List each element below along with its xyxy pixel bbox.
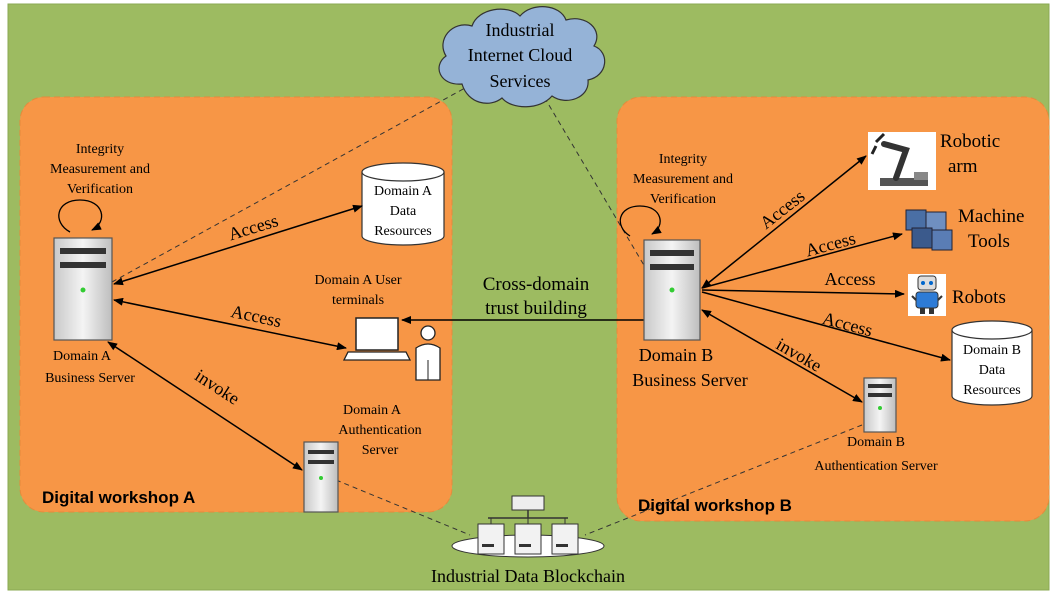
cross-domain-label-2: trust building [485,298,587,319]
b-data-resources-label-1: Domain B [963,343,1021,358]
a-auth-server-icon [303,441,339,513]
b-imv-label-2: Measurement and [633,172,733,187]
cloud-services-node: Industrial Internet Cloud Services [438,6,606,108]
a-business-server-label-2: Business Server [45,371,135,386]
a-access-terminal-arrow [113,297,347,351]
machine-tools-label-1: Machine [958,206,1024,227]
robots-label: Robots [952,287,1006,308]
a-business-server-icon [53,237,113,341]
b-invoke-arrow [701,309,863,403]
b-access-robots-arrow [701,289,905,298]
a-auth-server-label-1: Domain A [343,403,402,418]
b-auth-server-label-1: Domain B [847,435,905,450]
cloud-icon [438,6,606,108]
b-data-resources-label-3: Resources [963,383,1021,398]
b-business-server-label-2: Business Server [632,370,748,390]
b-imv-loop-icon [619,205,662,237]
a-imv-loop-icon [58,199,103,233]
b-data-resources-label-2: Data [979,363,1006,378]
cloud-label-1: Industrial [486,20,555,40]
b-auth-server-label-2: Authentication Server [814,459,938,474]
b-auth-server-icon [863,377,897,433]
b-business-server-label-1: Domain B [639,345,714,365]
b-access-tools-arrow [701,232,903,289]
a-business-server-label-1: Domain A [53,349,112,364]
b-imv-label-1: Integrity [659,152,707,167]
robotic-arm-icon [868,132,936,190]
b-business-server-icon [643,239,701,341]
blockchain-label: Industrial Data Blockchain [431,566,625,586]
cloud-label-3: Services [490,71,551,91]
a-data-resources-icon [361,162,445,246]
link-b-auth-blockchain [584,424,863,536]
cloud-label-2: Internet Cloud [468,45,572,65]
machine-tools-icon [905,209,953,251]
workshop-a-title: Digital workshop A [42,488,195,507]
user-icon [415,325,441,381]
a-data-resources-label-1: Domain A [374,184,433,199]
a-user-terminals-label-1: Domain A User [314,273,401,288]
a-imv-label-3: Verification [67,182,133,197]
robotic-arm-label-2: arm [948,156,978,177]
b-data-resources-icon [951,320,1033,406]
a-imv-label-2: Measurement and [50,162,150,177]
a-imv-label-1: Integrity [76,142,124,157]
blockchain-network-icon [451,495,605,558]
machine-tools-label-2: Tools [968,231,1010,252]
workshop-b-title: Digital workshop B [638,496,792,515]
a-data-resources-label-3: Resources [374,224,432,239]
a-auth-server-label-3: Server [362,443,399,458]
robot-icon [908,274,946,316]
b-access-arm-arrow [701,155,867,289]
a-data-resources-label-2: Data [390,204,417,219]
link-a-auth-blockchain [335,479,471,536]
b-access-robots-label: Access [825,269,876,289]
cross-domain-label-1: Cross-domain [483,274,590,295]
robotic-arm-label-1: Robotic [940,131,1000,152]
a-user-terminals-label-2: terminals [332,293,384,308]
a-access-data-arrow [113,204,363,286]
a-auth-server-label-2: Authentication [338,423,421,438]
b-imv-label-3: Verification [650,192,716,207]
laptop-icon [342,317,412,361]
a-invoke-arrow [107,341,303,471]
